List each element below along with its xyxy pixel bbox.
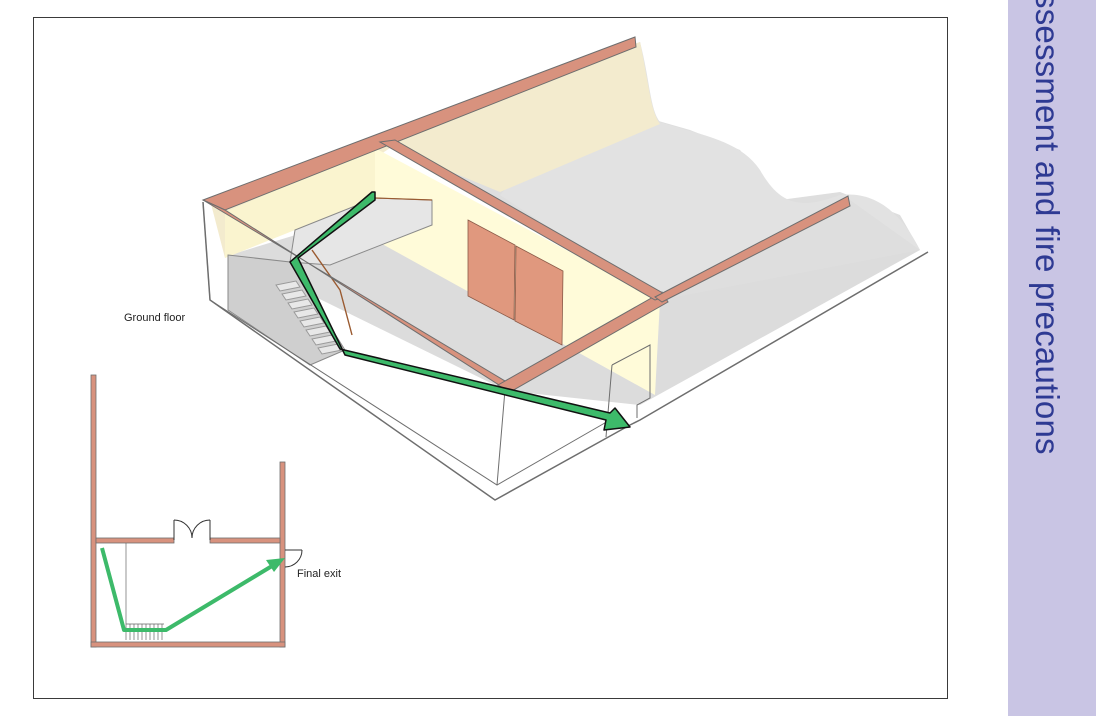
plan-final-exit-door [284, 549, 303, 568]
ground-floor-surface [225, 250, 920, 405]
plan-wall-top-right [209, 537, 281, 544]
plan-wall-right [279, 461, 286, 648]
side-tab-title: ssessment and fire precautions [1029, 0, 1066, 455]
escape-route-arrow-plan [100, 547, 274, 632]
double-door-left [467, 219, 516, 321]
plan-wall-left [90, 374, 97, 648]
escape-route-arrowhead-plan [266, 558, 285, 572]
staircase [227, 254, 346, 366]
side-tab: ssessment and fire precautions [1008, 0, 1096, 716]
handrail [311, 249, 353, 336]
stair-steps [275, 280, 343, 355]
double-door-right [514, 245, 564, 346]
building-3d-view [201, 36, 929, 501]
ground-floor-label: Ground floor [124, 312, 185, 324]
plan-double-door [173, 519, 211, 540]
main-floor-plane [230, 230, 660, 390]
exit-opening [611, 344, 651, 418]
wall-tops [201, 36, 851, 394]
final-exit-label: Final exit [297, 568, 341, 580]
landing-rail [374, 197, 433, 201]
escape-route-arrow-3d [289, 191, 631, 431]
base-corner-edge [496, 389, 506, 486]
plan-wall-bottom [90, 641, 286, 648]
inner-wall-left [225, 148, 375, 258]
floor-plan [90, 374, 303, 648]
plan-staircase [125, 543, 164, 640]
back-wall-wave [386, 42, 660, 192]
plan-wall-top-left [95, 537, 175, 544]
wall-edge-left [202, 201, 211, 301]
